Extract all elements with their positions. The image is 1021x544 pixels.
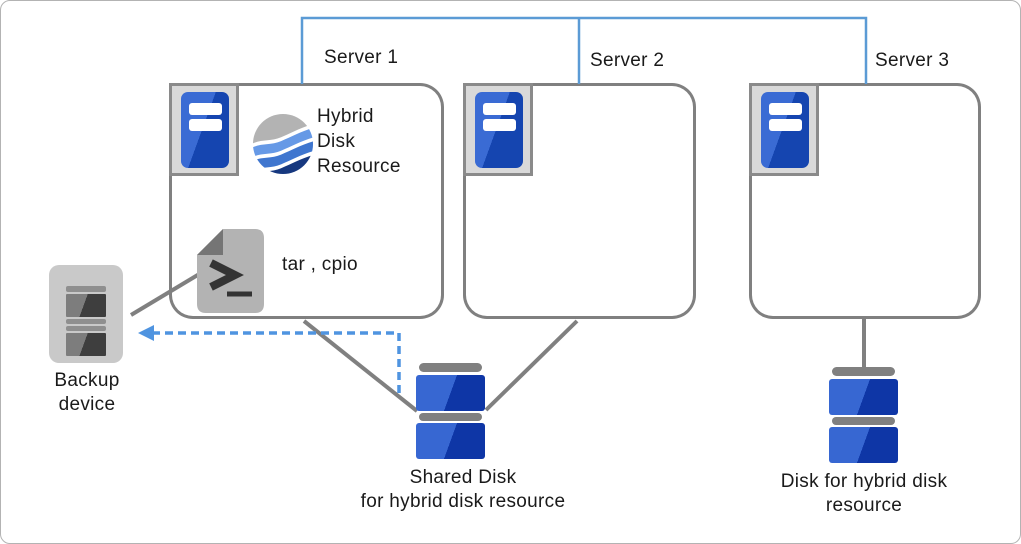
server-tower-icon <box>463 83 533 176</box>
shell-script-file-icon <box>197 229 264 313</box>
shared-disk-stack-icon <box>416 363 485 459</box>
disk-platter <box>829 427 898 463</box>
server3-label: Server 3 <box>875 50 950 71</box>
hybrid-disk-stack-icon <box>829 367 898 463</box>
server-tower-body <box>475 92 523 168</box>
server-drive-slot <box>769 119 802 131</box>
server-drive-slot <box>189 119 222 131</box>
prompt-chevron-glyph <box>209 259 244 291</box>
disk-cap <box>419 363 482 372</box>
disk-platter <box>416 375 485 411</box>
backup-flow-dashed-line <box>153 331 401 393</box>
hybrid-disk-resource-globe-icon <box>252 113 314 175</box>
server-tower-body <box>181 92 229 168</box>
disk-platter <box>829 379 898 415</box>
server-tower-body <box>761 92 809 168</box>
server2-label: Server 2 <box>590 50 665 71</box>
server1-label: Server 1 <box>324 47 399 68</box>
disk-cap <box>832 367 895 376</box>
server-tower-icon <box>169 83 239 176</box>
tape-slot-bar <box>66 326 106 331</box>
server-tower-icon <box>749 83 819 176</box>
shared-disk-label: Shared Disk for hybrid disk resource <box>360 467 566 512</box>
tar-cpio-label: tar , cpio <box>282 254 358 275</box>
backup-device-label: Backup device <box>54 370 120 415</box>
tape-slot-bar <box>66 286 106 292</box>
tape-cartridge <box>66 333 106 356</box>
server-drive-slot <box>483 119 516 131</box>
tape-slot-bar <box>66 319 106 324</box>
server1-to-shared-disk-line <box>302 319 419 413</box>
server-drive-slot <box>189 103 222 115</box>
tape-backup-device-icon <box>49 265 123 363</box>
disk-cap <box>832 417 895 425</box>
disk-platter <box>416 423 485 459</box>
server-drive-slot <box>769 103 802 115</box>
server2-to-shared-disk-line <box>484 319 579 412</box>
tape-cartridge <box>66 294 106 317</box>
disk-cap <box>419 413 482 421</box>
hybrid-disk-label: Disk for hybrid disk resource <box>780 471 948 516</box>
file-folded-corner <box>197 229 223 255</box>
backup-arrow-head-icon <box>138 325 154 341</box>
server-drive-slot <box>483 103 516 115</box>
hybrid-disk-resource-label: Hybrid Disk Resource <box>317 106 401 177</box>
